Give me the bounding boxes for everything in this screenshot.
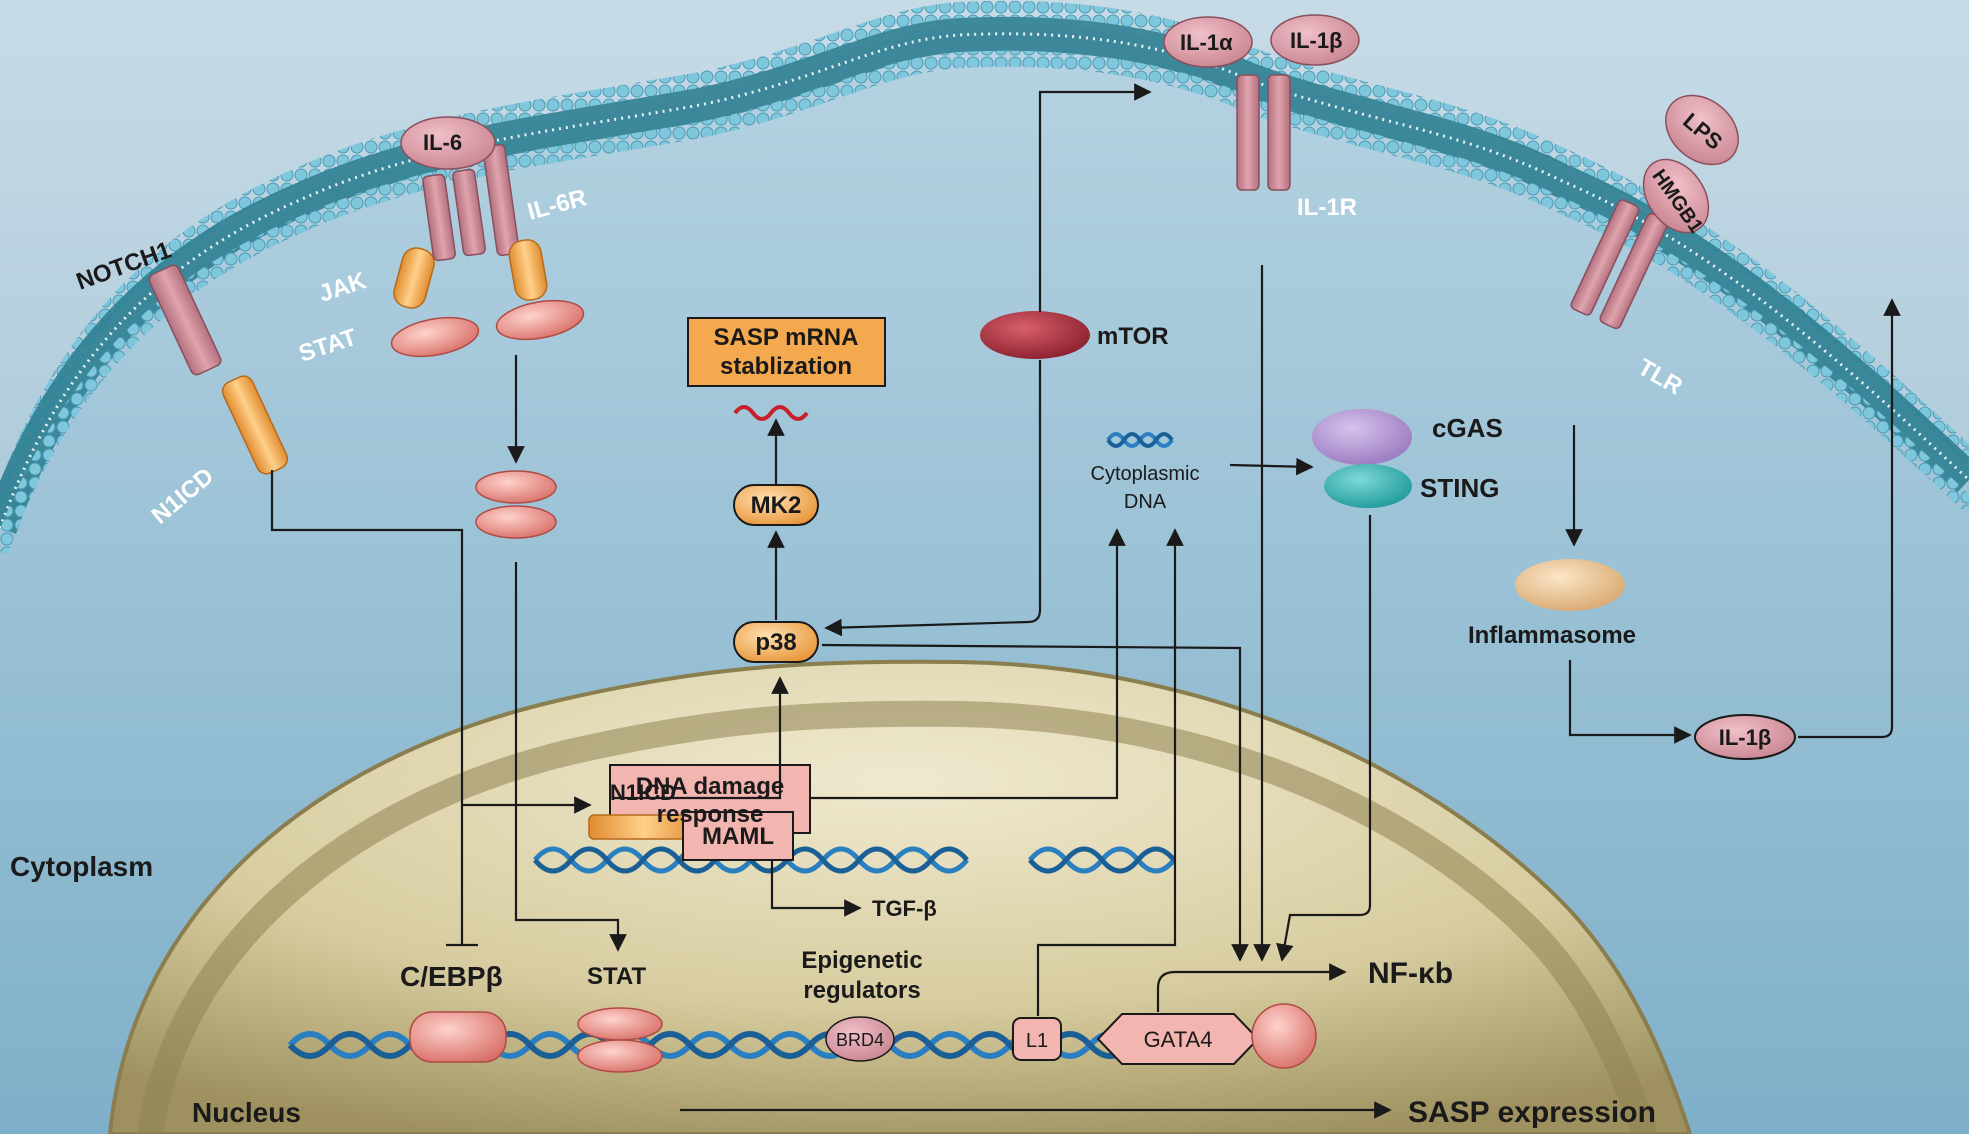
notch-inhibition-line xyxy=(270,470,464,945)
n1icd-nuclear-label: N1ICD xyxy=(610,780,676,805)
cytoplasmic-dna-label-line1: Cytoplasmic xyxy=(1091,463,1200,485)
nfkb-label: NF-κb xyxy=(1368,957,1453,990)
mk2-label: MK2 xyxy=(751,492,802,519)
nuclear-envelope-band xyxy=(137,700,1658,1134)
cebpb-label: C/EBPβ xyxy=(400,961,503,992)
inflammasome-complex xyxy=(1515,559,1625,611)
p38-protein xyxy=(733,621,819,663)
mtor-label: mTOR xyxy=(1097,323,1169,350)
sasp-mrna-label-line2: stablization xyxy=(720,353,852,380)
mrna-wave-icon xyxy=(733,405,809,421)
n1icd-membrane-protein xyxy=(221,375,289,475)
maml-protein xyxy=(682,811,794,861)
lps-ligand xyxy=(1665,94,1739,166)
sting-label: STING xyxy=(1420,473,1499,503)
il6-label: IL-6 xyxy=(423,130,462,155)
sasp-expression-label: SASP expression xyxy=(1408,1096,1656,1129)
il6-ligand xyxy=(400,116,496,170)
mtor-protein xyxy=(980,311,1090,359)
notch1-receptor xyxy=(148,264,222,376)
il1a-ligand xyxy=(1163,16,1253,68)
il1b-output-label: IL-1β xyxy=(1719,725,1772,750)
nucleus-label: Nucleus xyxy=(192,1097,301,1128)
inflammasome-to-il1b-arrow xyxy=(1568,660,1692,744)
cytodna-to-cgas-arrow xyxy=(1229,457,1314,476)
stat-dimer-bottom xyxy=(475,505,557,539)
cytoplasm-label: Cytoplasm xyxy=(10,851,153,882)
mk2-protein xyxy=(733,484,819,526)
cytoplasmic-dna-label-line2: DNA xyxy=(1124,491,1167,513)
stat-nuclear-bottom xyxy=(577,1039,663,1073)
mtor-to-p38-arrow xyxy=(824,360,1042,637)
cytoplasmic-dna-helix xyxy=(1106,432,1174,448)
sting-protein xyxy=(1324,464,1412,508)
maml-to-tgfb-arrow xyxy=(770,860,862,917)
jak-protein-left xyxy=(393,247,435,309)
il1b-output-protein xyxy=(1694,714,1796,760)
stat-nuclear-label: STAT xyxy=(587,963,646,990)
tlr-receptor xyxy=(1570,199,1669,330)
cgas-protein xyxy=(1312,409,1412,465)
membrane-inner-leaflet xyxy=(0,50,1969,555)
il1r-receptor xyxy=(1236,74,1291,191)
sasp-mrna-label-line1: SASP mRNA xyxy=(714,324,859,351)
il1b-secretion-arrow xyxy=(1798,298,1901,739)
il1b-label: IL-1β xyxy=(1290,28,1343,53)
tgfb-label: TGF-β xyxy=(872,896,937,921)
dna-damage-label-line1: DNA damage xyxy=(636,773,784,800)
l1-label: L1 xyxy=(1026,1030,1048,1052)
membrane-outer-leaflet xyxy=(0,0,1969,508)
dna-damage-to-p38-arrow xyxy=(612,676,789,800)
stat-dimer-top xyxy=(475,470,557,504)
il1a-label: IL-1α xyxy=(1180,30,1233,55)
cgas-label: cGAS xyxy=(1432,413,1503,443)
pathway-arrows xyxy=(270,83,1901,1119)
l1-element xyxy=(1012,1017,1062,1061)
membrane-core xyxy=(0,16,1969,534)
p38-to-nfkb-arrow xyxy=(821,643,1249,962)
brd4-protein xyxy=(825,1016,895,1062)
maml-label: MAML xyxy=(702,823,774,850)
dna-damage-to-cytodna-arrow xyxy=(810,528,1126,800)
dna-damage-label-line2: response xyxy=(657,801,764,828)
p38-label: p38 xyxy=(755,629,796,656)
gata4-label: GATA4 xyxy=(1144,1027,1213,1052)
il6r-receptor xyxy=(422,143,520,262)
epigenetic-label-line2: regulators xyxy=(803,977,920,1004)
sting-to-nfkb-arrow xyxy=(1276,515,1372,962)
nfkb-nuclear-protein xyxy=(1251,1003,1317,1069)
stat-membrane-right xyxy=(495,299,585,341)
sasp-mrna-stabilization-box xyxy=(687,317,886,387)
il1b-ligand xyxy=(1270,14,1360,66)
stat-nuclear-top xyxy=(577,1007,663,1041)
epigenetic-label-line1: Epigenetic xyxy=(801,947,922,974)
cebpb-protein xyxy=(409,1011,507,1063)
hmgb1-ligand xyxy=(1642,158,1710,234)
stat-to-nucleus-arrow xyxy=(514,562,627,952)
brd4-label: BRD4 xyxy=(836,1030,884,1050)
mtor-to-il1-arrow xyxy=(1038,83,1152,312)
jak-protein-right xyxy=(508,239,548,301)
il1r-label: IL-1R xyxy=(1297,194,1357,221)
inflammasome-label: Inflammasome xyxy=(1468,622,1636,649)
gata4-to-nfkb-arrow xyxy=(1156,963,1347,1012)
l1-to-cytodna-arrow xyxy=(1036,528,1184,1016)
stat-membrane-left xyxy=(390,316,480,358)
